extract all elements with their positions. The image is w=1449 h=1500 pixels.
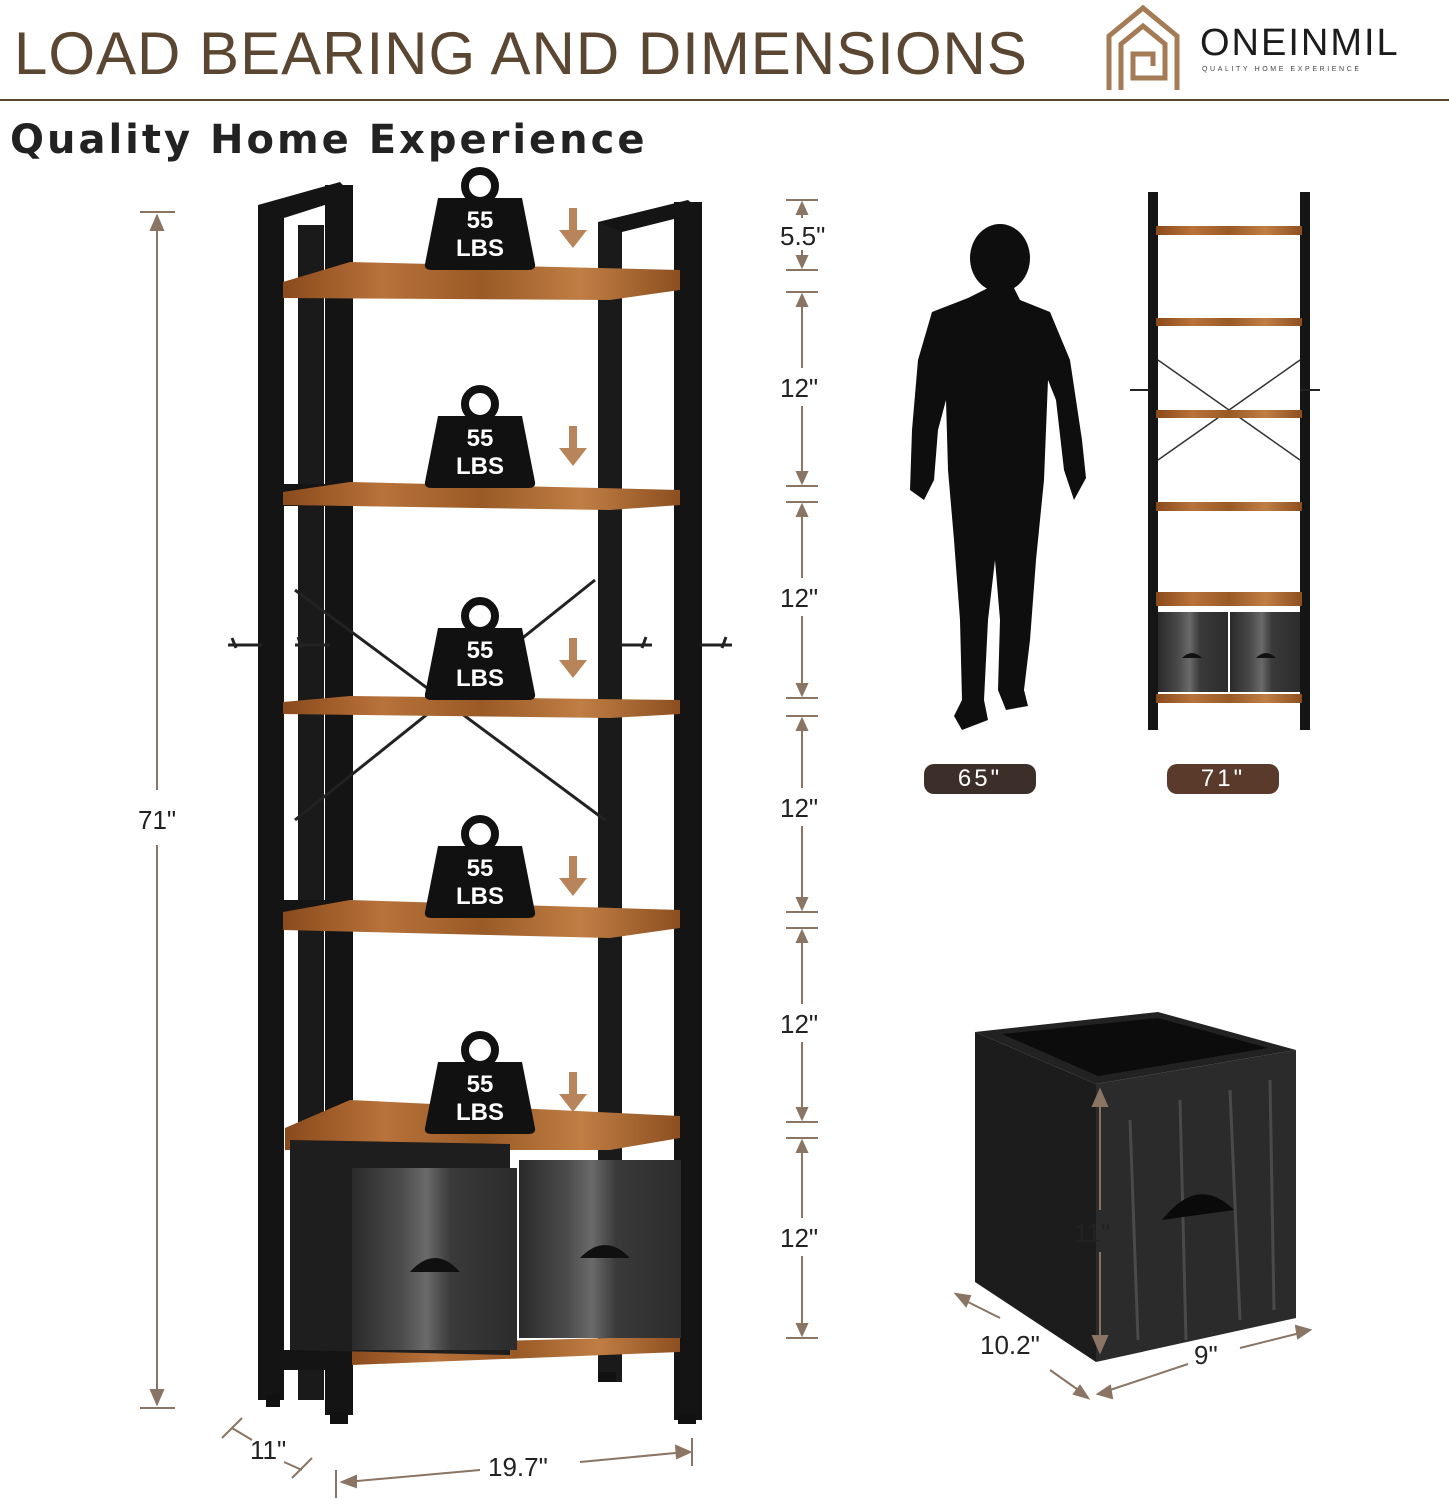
hook-icon — [228, 637, 262, 649]
dimension-bin — [953, 1087, 1313, 1400]
frame-post-front-left — [258, 205, 284, 1400]
hook-icon — [700, 636, 732, 649]
person-height-badge: 65" — [924, 764, 1036, 794]
top-gap-label: 5.5" — [780, 221, 826, 251]
bin-height-label: 11" — [1074, 1218, 1111, 1248]
down-arrow-icon — [559, 426, 587, 466]
weight-unit: LBS — [456, 1099, 504, 1126]
shelf-board-1 — [283, 262, 680, 300]
width-label: 19.7" — [488, 1452, 548, 1482]
foot — [598, 1372, 616, 1382]
bin-depth-label: 10.2" — [980, 1330, 1040, 1360]
house-outline-icon — [1106, 4, 1180, 90]
dimension-shelf-spacing — [786, 199, 818, 1339]
page-subtitle: Quality Home Experience — [10, 117, 648, 163]
spacing-label-2: 12" — [780, 583, 819, 613]
bin-width-label: 9" — [1194, 1340, 1218, 1370]
drawer-handle-icon — [580, 1245, 630, 1258]
storage-bin-illustration — [975, 1012, 1296, 1362]
foot — [678, 1414, 696, 1424]
spacing-label-3: 12" — [780, 793, 819, 823]
down-arrow-icon — [559, 856, 587, 896]
frame-top-rail-left — [258, 182, 353, 218]
weight-value: 55 — [467, 637, 494, 664]
weight-value: 55 — [467, 207, 494, 234]
page-title: LOAD BEARING AND DIMENSIONS — [14, 20, 1028, 87]
hook-icon — [620, 636, 652, 649]
frame-side-rail-bottom — [258, 1350, 353, 1370]
weight-unit: LBS — [456, 235, 504, 262]
down-arrow-icon — [559, 1072, 587, 1112]
bin-handle-icon — [1162, 1194, 1234, 1220]
depth-label: 11" — [250, 1435, 287, 1465]
weight-value: 55 — [467, 1071, 494, 1098]
drawer-handle-icon — [410, 1258, 460, 1272]
weight-value: 55 — [467, 855, 494, 882]
shelf-board-2 — [283, 482, 680, 510]
weight-value: 55 — [467, 425, 494, 452]
shelf-board-4 — [283, 900, 680, 938]
person-silhouette-icon — [910, 224, 1086, 730]
hook-icon — [295, 636, 330, 649]
weight-unit: LBS — [456, 665, 504, 692]
weight-unit: LBS — [456, 453, 504, 480]
down-arrow-icon — [559, 208, 587, 248]
comparison-shelf-illustration — [1130, 192, 1320, 730]
down-arrow-icon — [559, 638, 587, 678]
shelf-height-badge: 71" — [1167, 764, 1279, 794]
spacing-label-5: 12" — [780, 1223, 819, 1253]
dimension-base — [221, 1417, 693, 1498]
dimension-total-height — [140, 211, 175, 1409]
weight-unit: LBS — [456, 883, 504, 910]
total-height-label: 71" — [138, 805, 177, 835]
frame-top-rail-right — [598, 200, 702, 232]
foot — [266, 1395, 280, 1407]
spacing-label-4: 12" — [780, 1009, 819, 1039]
brand-name: ONEINMIL — [1200, 22, 1400, 64]
header-divider — [0, 99, 1449, 101]
spacing-label-1: 12" — [780, 373, 819, 403]
brand-tagline: QUALITY HOME EXPERIENCE — [1202, 66, 1362, 73]
shelf-boards — [283, 262, 680, 1365]
foot — [330, 1412, 348, 1424]
shelf-board-3 — [283, 696, 680, 718]
